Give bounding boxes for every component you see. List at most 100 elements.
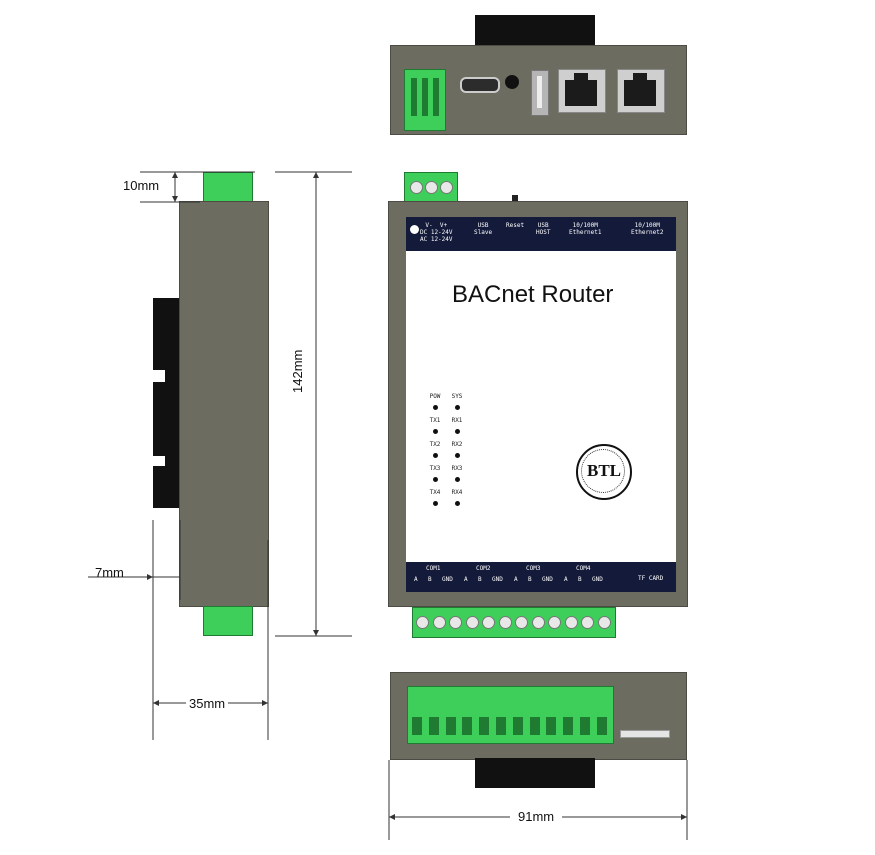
- led-label: TX4: [429, 489, 441, 496]
- com-pin-label: A: [564, 576, 568, 583]
- dim-label-35mm: 35mm: [186, 696, 229, 711]
- terminal-screw: [564, 616, 578, 629]
- led-label: POW: [429, 393, 441, 400]
- com-port-label: COM3: [526, 565, 541, 572]
- terminal-slot: [563, 717, 574, 735]
- ethernet1-port: [558, 69, 606, 113]
- terminal-slot: [512, 717, 523, 735]
- com-pin-label: A: [414, 576, 418, 583]
- power-label: V- V+ DC 12-24V AC 12-24V: [420, 222, 453, 243]
- led-indicator: [433, 429, 438, 434]
- com-port-label: COM1: [426, 565, 441, 572]
- terminal-screw: [432, 616, 446, 629]
- side-dimension-lines: [88, 171, 352, 740]
- btl-logo-text: BTL: [586, 461, 622, 480]
- top-view: [387, 15, 687, 135]
- com-pin-label: B: [578, 576, 582, 583]
- terminal-slot: [445, 717, 456, 735]
- terminal-slot: [580, 717, 590, 735]
- terminal-slot: [412, 717, 422, 735]
- terminal-screw: [597, 616, 611, 629]
- front-top-label-strip: V- V+ DC 12-24V AC 12-24V USB Slave Rese…: [406, 217, 676, 251]
- led-indicator: [433, 477, 438, 482]
- terminal-slot: [428, 717, 439, 735]
- led-indicator: [455, 501, 460, 506]
- terminal-screw: [465, 616, 479, 629]
- terminal-screw: [531, 616, 545, 629]
- reset-label: Reset: [506, 222, 525, 229]
- terminal-screw: [449, 616, 462, 629]
- terminal-slot: [529, 717, 540, 735]
- bottom-dimension-lines: [388, 760, 688, 840]
- dim-label-91mm: 91mm: [510, 809, 563, 824]
- led-label: SYS: [451, 393, 463, 400]
- led-label: TX1: [429, 417, 441, 424]
- side-top-terminal: [203, 172, 253, 204]
- led-label: RX2: [451, 441, 463, 448]
- power-terminal: [404, 69, 446, 131]
- led-indicator: [455, 477, 460, 482]
- btl-logo: BTL: [576, 444, 632, 500]
- front-view: V- V+ DC 12-24V AC 12-24V USB Slave Rese…: [380, 170, 690, 645]
- reset-hole: [505, 75, 519, 89]
- led-indicator: [455, 453, 460, 458]
- terminal-slot: [462, 717, 473, 735]
- com-pin-label: GND: [442, 576, 453, 583]
- led-label: RX3: [451, 465, 463, 472]
- bottom-view: [387, 672, 687, 792]
- usb-slave-label: USB Slave: [474, 222, 493, 236]
- terminal-screw: [482, 616, 495, 629]
- device-title: BACnet Router: [452, 281, 614, 308]
- terminal-screw: [581, 616, 594, 629]
- terminal-slot: [546, 717, 557, 735]
- tf-card-slot: [620, 730, 670, 738]
- com-pin-label: B: [528, 576, 532, 583]
- led-label: TX3: [429, 465, 441, 472]
- tf-card-label: TF CARD: [638, 575, 664, 582]
- led-label: RX1: [451, 417, 463, 424]
- front-face: [406, 251, 676, 562]
- terminal-screw: [416, 616, 429, 629]
- terminal-screw: [515, 616, 528, 629]
- com-pin-label: GND: [542, 576, 553, 583]
- led-indicator: [433, 453, 438, 458]
- dim-label-7mm: 7mm: [95, 565, 124, 580]
- led-indicator: [433, 501, 438, 506]
- bottom-din-clip: [475, 758, 595, 788]
- ethernet1-label: 10/100M Ethernet1: [569, 222, 602, 236]
- terminal-slot: [479, 717, 490, 735]
- com-pin-label: B: [428, 576, 432, 583]
- front-top-terminal: [404, 172, 458, 202]
- bottom-terminal-block: [407, 686, 614, 744]
- led-indicator: [455, 405, 460, 410]
- terminal-slot: [496, 717, 506, 735]
- com-pin-label: GND: [592, 576, 603, 583]
- ethernet2-label: 10/100M Ethernet2: [631, 222, 664, 236]
- ethernet2-port: [617, 69, 665, 113]
- com-port-label: COM4: [576, 565, 591, 572]
- side-bottom-terminal: [203, 606, 253, 636]
- terminal-slot: [596, 717, 607, 735]
- com-pin-label: A: [514, 576, 518, 583]
- usb-host-label: USB HOST: [536, 222, 551, 236]
- dim-label-10mm: 10mm: [123, 178, 160, 193]
- com-pin-label: B: [478, 576, 482, 583]
- usb-slave-port: [460, 77, 500, 93]
- led-indicator: [455, 429, 460, 434]
- terminal-screw: [548, 616, 561, 629]
- ground-icon: [410, 225, 419, 234]
- led-indicator: [433, 405, 438, 410]
- led-label: RX4: [451, 489, 463, 496]
- led-label: TX2: [429, 441, 441, 448]
- usb-host-port: [531, 70, 549, 116]
- com-port-label: COM2: [476, 565, 491, 572]
- din-rail-clip: [475, 15, 595, 47]
- side-view: [150, 170, 280, 640]
- com-pin-label: GND: [492, 576, 503, 583]
- com-pin-label: A: [464, 576, 468, 583]
- front-bottom-terminal: [412, 607, 616, 638]
- dim-label-142mm: 142mm: [290, 347, 305, 395]
- side-din-clip: [153, 298, 179, 508]
